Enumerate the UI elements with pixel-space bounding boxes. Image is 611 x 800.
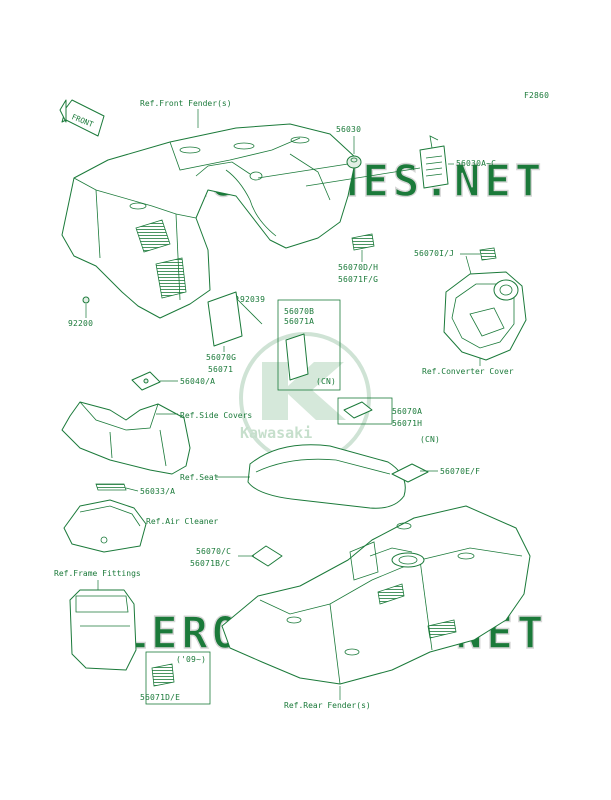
sticker-56070ef [391, 463, 429, 483]
bolt-92200-part [82, 296, 90, 304]
label-year-09: ('09~) [176, 655, 206, 664]
box-56070a-cn [337, 397, 393, 425]
sticker-56040a [131, 371, 161, 391]
label-56030ac: 56030A~C [456, 159, 496, 168]
label-92039: 92039 [240, 295, 265, 304]
label-56070ij: 56070I/J [414, 249, 454, 258]
label-92200: 92200 [68, 319, 93, 328]
sticker-56070g [207, 291, 243, 347]
frame-fittings-part [69, 589, 137, 671]
label-tag-56030ac [419, 135, 449, 189]
label-cn-1: (CN) [316, 377, 336, 386]
label-56070c: 56070/C [196, 547, 231, 556]
label-cn-2: (CN) [420, 435, 440, 444]
clip-56030-part [346, 155, 362, 169]
box-09 [145, 651, 211, 705]
sticker-56071de [151, 663, 175, 687]
front-fender-part [61, 123, 357, 319]
label-56070ef: 56070E/F [440, 467, 480, 476]
label-56071fg: 56071F/G [338, 275, 378, 284]
sticker-56070b [285, 333, 309, 381]
label-56040a: 56040/A [180, 377, 215, 386]
label-56033a: 56033/A [140, 487, 175, 496]
label-side-covers: Ref.Side Covers [180, 411, 252, 420]
figure-code: F2860 [524, 91, 549, 100]
sticker-56033a [95, 483, 127, 491]
label-56070a: 56070A [392, 407, 422, 416]
label-56070dh: 56070D/H [338, 263, 378, 272]
air-cleaner-part [63, 499, 147, 553]
svg-text:Kawasaki: Kawasaki [240, 424, 312, 442]
label-frame-fittings: Ref.Frame Fittings [54, 569, 141, 578]
side-covers-part [61, 401, 191, 475]
label-air-cleaner: Ref.Air Cleaner [146, 517, 218, 526]
sticker-56070ij [479, 247, 497, 261]
label-56071: 56071 [208, 365, 233, 374]
label-converter-cover: Ref.Converter Cover [422, 367, 514, 376]
front-arrow-icon: FRONT [59, 99, 105, 137]
box-56070b-cn [277, 299, 341, 391]
sticker-56070a [343, 401, 373, 419]
label-56070b: 56070B [284, 307, 314, 316]
sticker-56070c [251, 545, 283, 567]
label-56071bc: 56071B/C [190, 559, 230, 568]
seat-part [247, 444, 406, 509]
label-front-fender: Ref.Front Fender(s) [140, 99, 232, 108]
label-56070g: 56070G [206, 353, 236, 362]
label-56071a: 56071A [284, 317, 314, 326]
label-seat: Ref.Seat [180, 473, 219, 482]
label-rear-fender: Ref.Rear Fender(s) [284, 701, 371, 710]
label-56071de: 56071D/E [140, 693, 180, 702]
label-56071h: 56071H [392, 419, 422, 428]
label-56030: 56030 [336, 125, 361, 134]
converter-cover-part [443, 271, 527, 361]
rear-fender-part [221, 505, 531, 685]
sticker-56070dh [351, 233, 375, 251]
